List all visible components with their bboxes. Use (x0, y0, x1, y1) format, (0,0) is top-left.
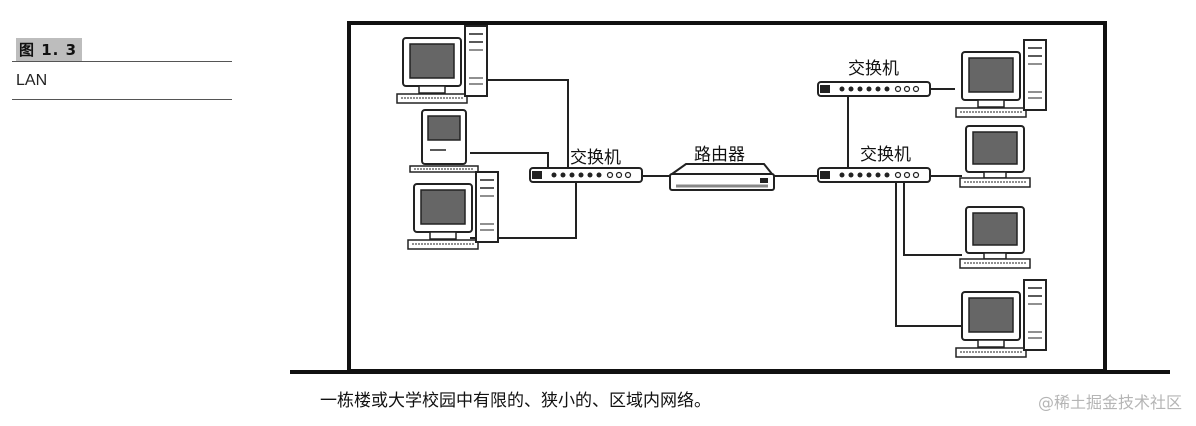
switch-icon (817, 167, 931, 183)
switch-icon (817, 81, 931, 97)
ground-line (290, 370, 1170, 374)
switch-left-label: 交换机 (570, 148, 621, 168)
computer-icon (959, 206, 1031, 269)
figure-header-divider (12, 61, 232, 62)
switch-right-bottom-label: 交换机 (860, 145, 911, 165)
switch-icon (529, 167, 643, 183)
router-label: 路由器 (694, 145, 745, 165)
figure-name: LAN (16, 72, 48, 89)
watermark: @稀土掘金技术社区 (1037, 393, 1182, 412)
switch-right-top-label: 交换机 (848, 59, 899, 79)
computer-icon (955, 39, 1047, 118)
figure-number-label: 图 1. 3 (16, 38, 83, 61)
network-cables (470, 79, 962, 327)
computer-icon (409, 109, 479, 173)
router-icon (668, 163, 775, 191)
computer-icon (955, 279, 1047, 358)
figure-name-divider (12, 99, 232, 100)
computer-icon (959, 125, 1031, 188)
computer-icon (407, 171, 499, 250)
figure-caption: 一栋楼或大学校园中有限的、狭小的、区域内网络。 (320, 391, 711, 411)
computer-icon (396, 25, 488, 104)
